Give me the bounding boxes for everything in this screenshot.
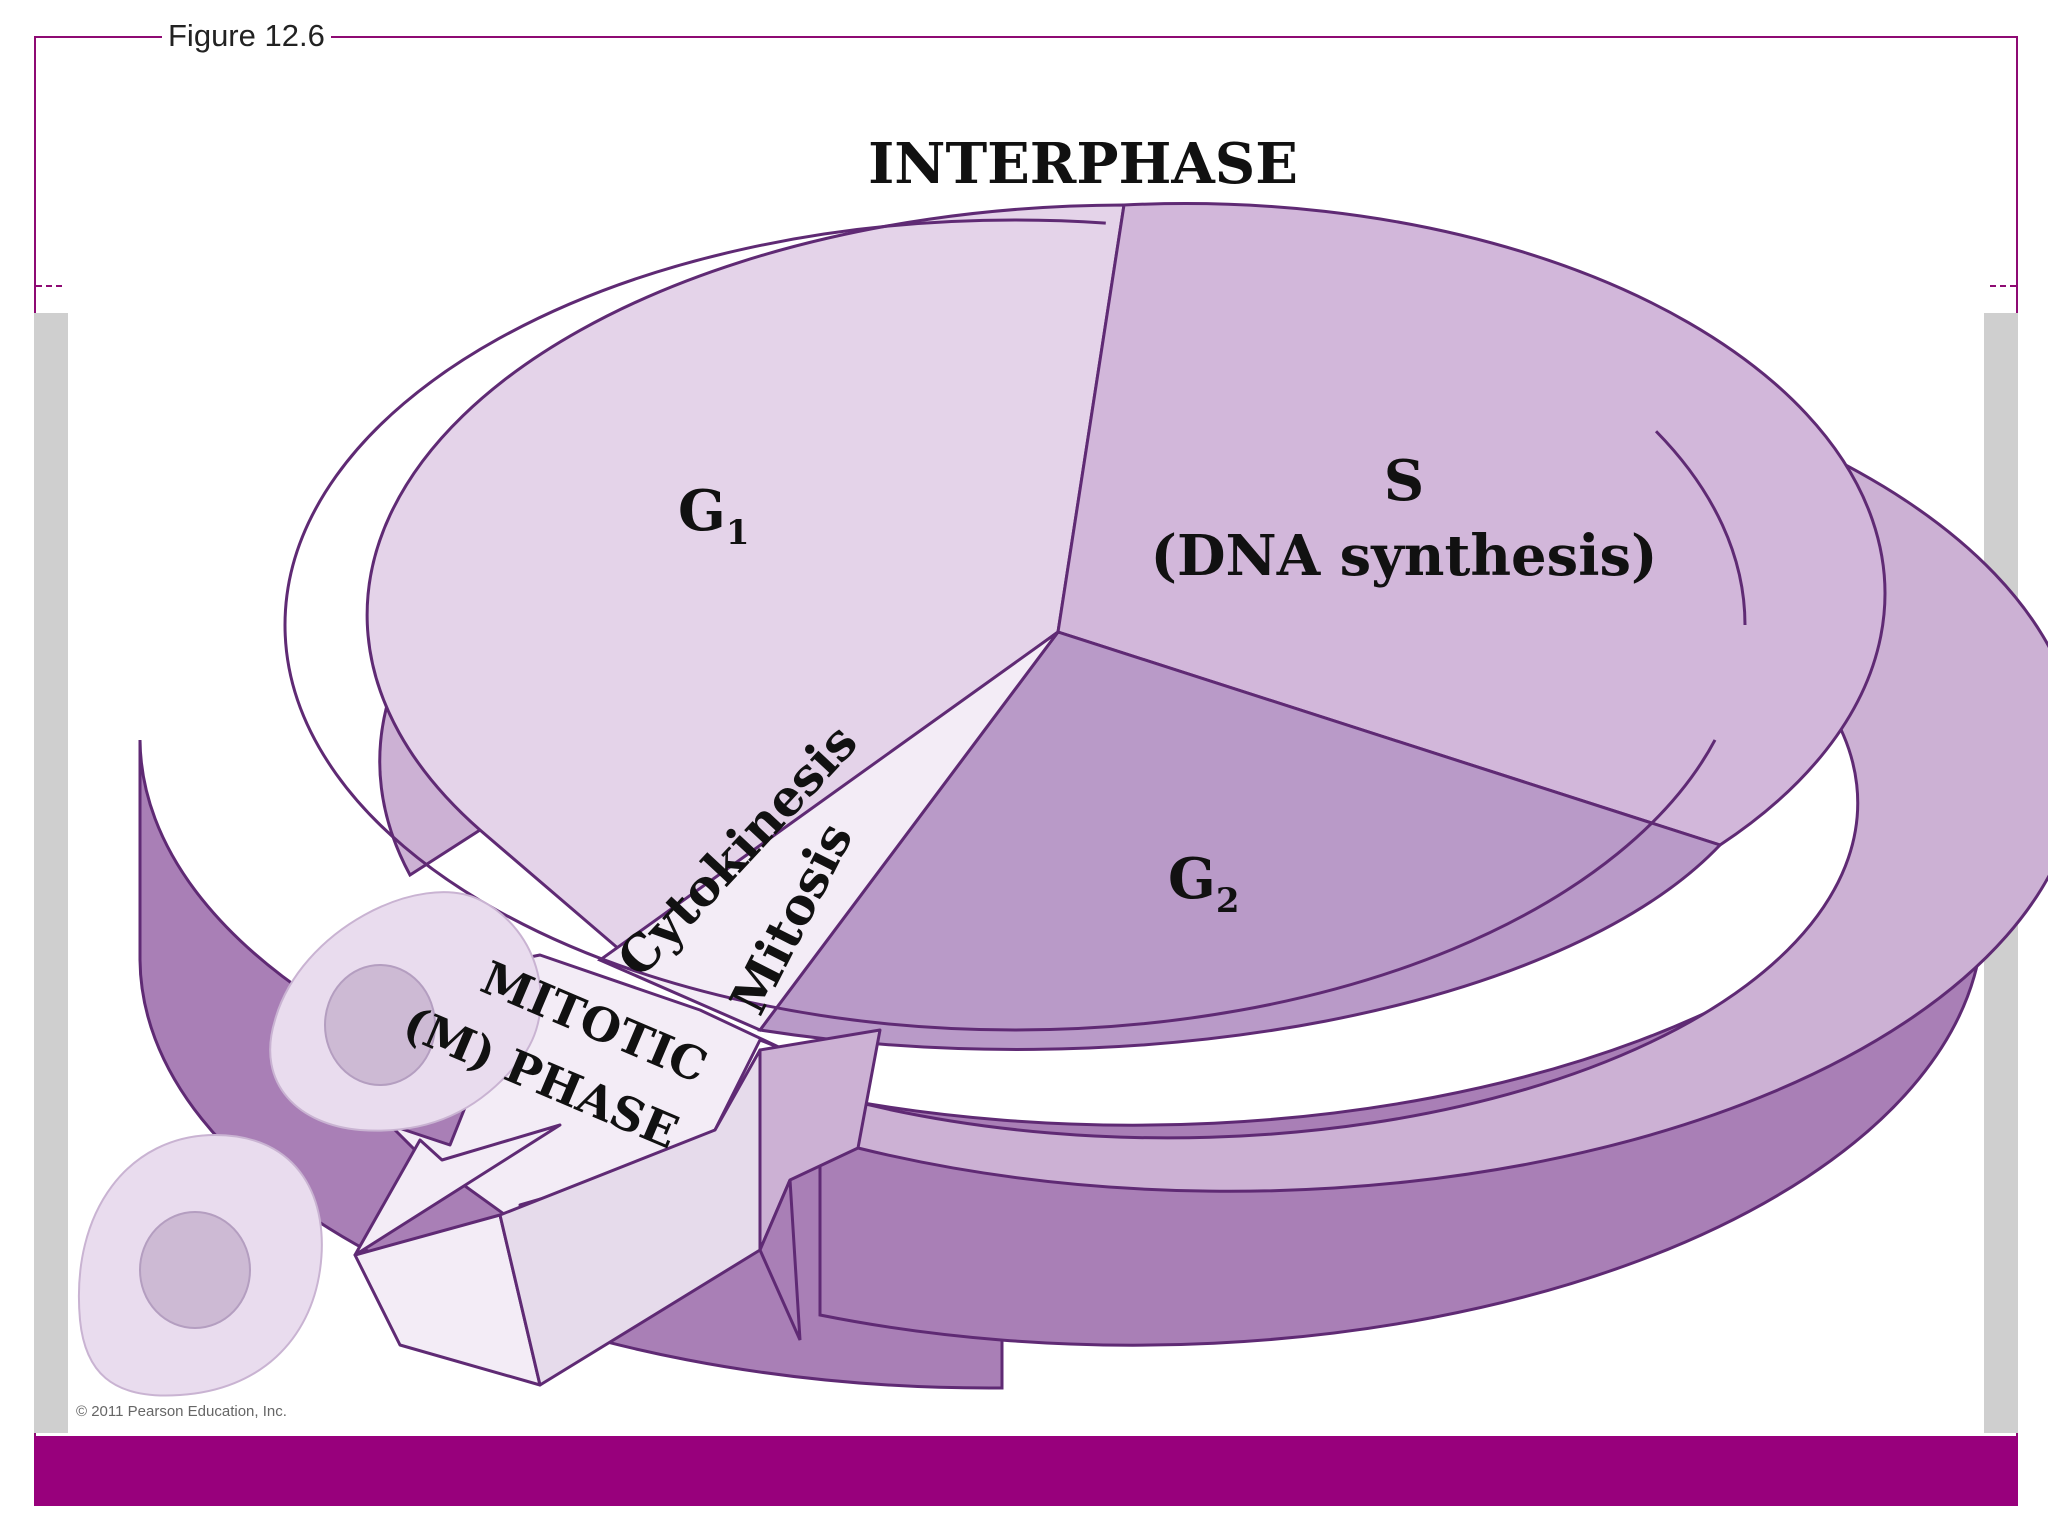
s-subtitle: (DNA synthesis) (1150, 523, 1657, 589)
s-sector (1056, 202, 1887, 847)
upper-cell-nucleus (324, 964, 436, 1086)
g1-label: G1 (678, 478, 750, 553)
s-label: S (1384, 448, 1424, 514)
g1-letter: G (678, 478, 726, 544)
g2-label: G2 (1168, 846, 1240, 921)
ring-arrow-tip-side (758, 1179, 802, 1341)
brand-bottom-bar (34, 1436, 2018, 1506)
lower-cell-nucleus (139, 1211, 251, 1329)
g1-subscript: 1 (726, 513, 750, 553)
interphase-label: INTERPHASE (868, 131, 1298, 197)
m-phase-sector (596, 630, 1060, 1032)
ring-arrow-tip (758, 1028, 882, 1252)
g2-sector (757, 630, 1723, 1051)
dashed-mark-right (1990, 285, 2016, 287)
mitotic-arrow-head-left (353, 1123, 562, 1257)
figure-label: Figure 12.6 (162, 18, 331, 54)
dashed-mark-left (36, 285, 62, 287)
g2-letter: G (1168, 846, 1216, 912)
copyright-notice: © 2011 Pearson Education, Inc. (76, 1403, 287, 1420)
g2-subscript: 2 (1216, 881, 1240, 921)
slide-side-bar-left (34, 313, 68, 1433)
inner-disc-outline (283, 218, 1747, 1032)
